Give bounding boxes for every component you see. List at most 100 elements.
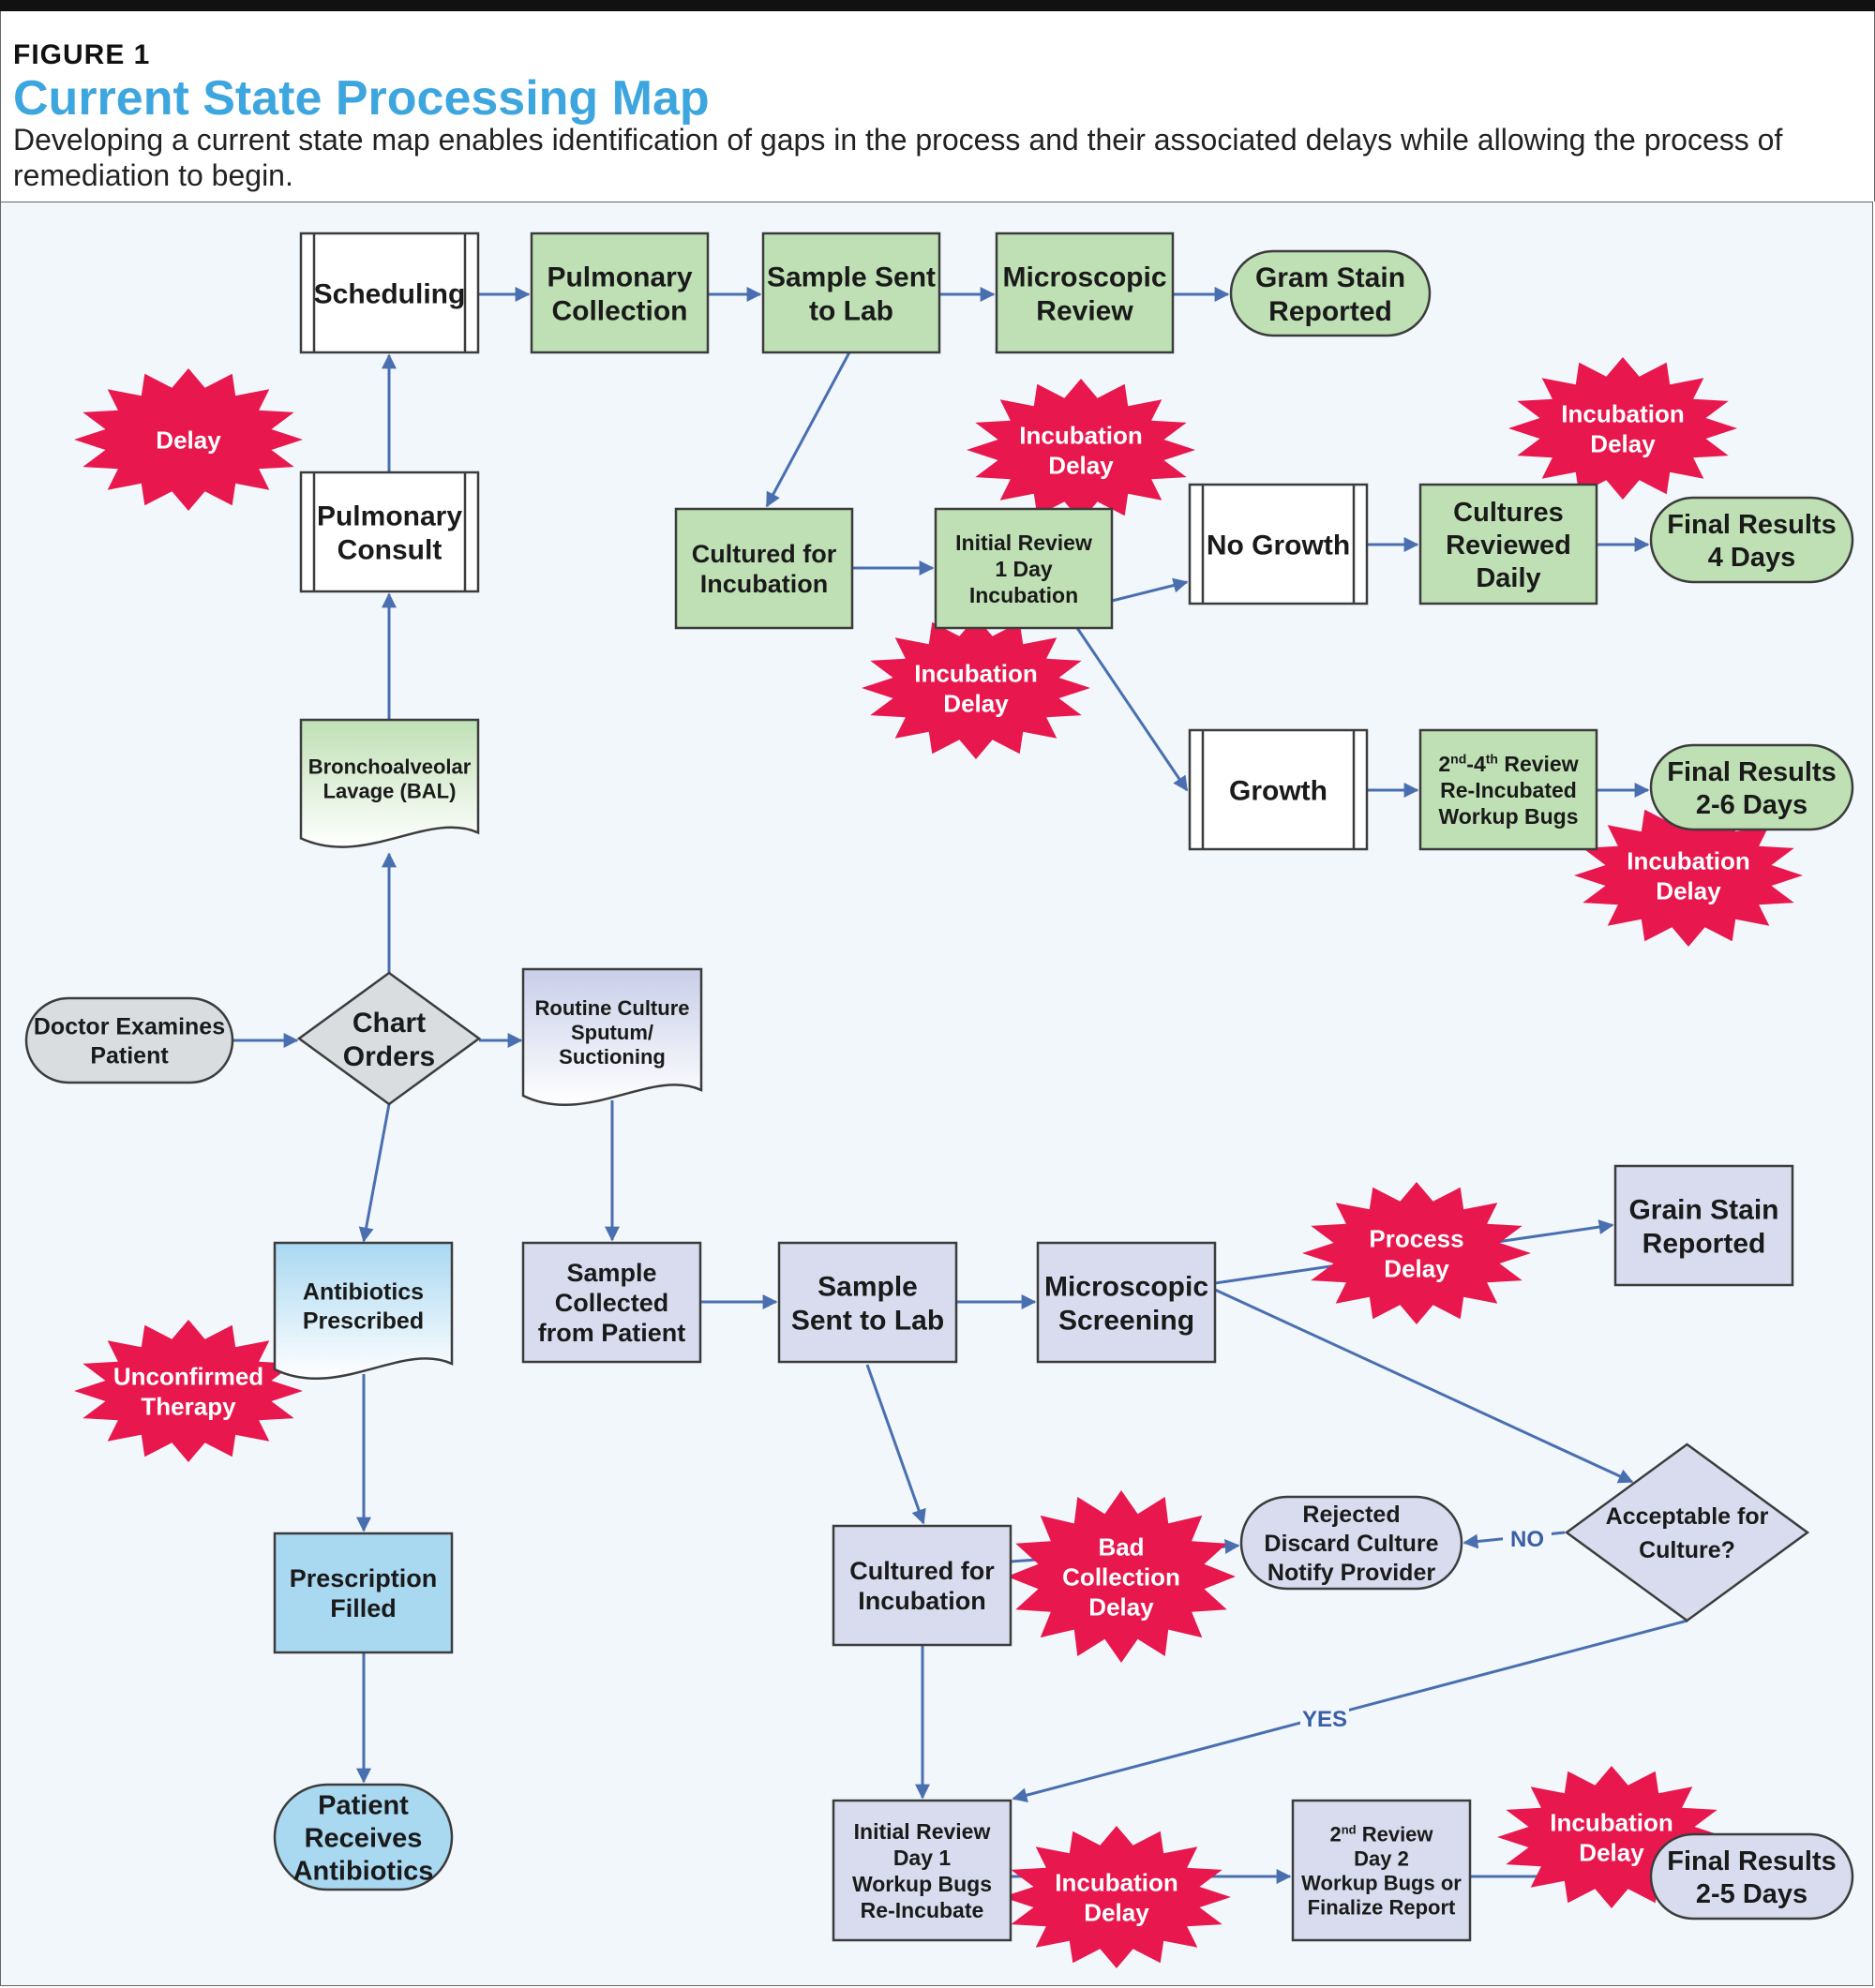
- delay-incubation-6-label: Delay: [1579, 1838, 1644, 1866]
- sample-sent-top-label: Sample Sent: [767, 262, 936, 292]
- edge-initial-review-top-to-growth: [1075, 627, 1189, 792]
- delay-bad-collection-label: Collection: [1062, 1562, 1180, 1591]
- edge-sample-sent-top-to-cultured-top: [765, 351, 851, 508]
- node-no-growth: No Growth: [1188, 483, 1369, 605]
- acceptable-label: Acceptable for: [1606, 1503, 1769, 1530]
- final-2-5-label: Final Results: [1667, 1846, 1837, 1876]
- doctor-examines-label: Patient: [90, 1043, 169, 1069]
- gram-stain-top-label: Reported: [1268, 296, 1392, 327]
- edge-acceptable-to-initial-review-bottom: [1012, 1619, 1688, 1803]
- routine-culture-label: Suctioning: [559, 1045, 666, 1069]
- delay-incubation-3-burst: [1508, 357, 1737, 500]
- delay-incubation-1-burst: [967, 379, 1195, 521]
- rejected-label: Discard Culture: [1264, 1531, 1438, 1557]
- final-2-6-label: 2-6 Days: [1696, 790, 1808, 820]
- delay-process-label: Delay: [1384, 1254, 1449, 1282]
- delay-incubation-5-label: Incubation: [1055, 1868, 1178, 1896]
- prescription-filled-label: Prescription: [290, 1564, 438, 1592]
- edge-initial-review-top-to-no-growth: [1111, 577, 1189, 603]
- rejected-label: Notify Provider: [1268, 1560, 1435, 1586]
- initial-review-top-label: Incubation: [969, 583, 1078, 607]
- microscopic-screening-label: Screening: [1058, 1305, 1194, 1336]
- review-2nd-day2-label: Finalize Report: [1308, 1895, 1456, 1919]
- pulm-consult-label: Consult: [338, 534, 442, 565]
- rejected-label: Rejected: [1302, 1502, 1400, 1528]
- patient-receives-label: Antibiotics: [293, 1856, 434, 1886]
- delay-consult-burst: [74, 368, 303, 511]
- no-growth-label: No Growth: [1207, 530, 1350, 561]
- delay-incubation-1-label: Incubation: [1019, 421, 1142, 449]
- cultured-bottom-label: Cultured for: [849, 1557, 995, 1585]
- delay-incubation-4-label: Delay: [1656, 876, 1721, 904]
- delay-unconfirmed-label: Unconfirmed: [113, 1362, 263, 1390]
- delay-incubation-1-label: Delay: [1048, 451, 1114, 479]
- top-rule: [0, 0, 1875, 11]
- figure-label: FIGURE 1: [13, 39, 151, 70]
- delay-incubation-4-label: Incubation: [1627, 846, 1749, 874]
- acceptable-label: Culture?: [1639, 1537, 1735, 1563]
- delay-incubation-2-label: Delay: [943, 689, 1009, 717]
- antibiotics-prescribed-label: Prescribed: [303, 1308, 424, 1335]
- figure-header: FIGURE 1 Current State Processing Map De…: [0, 11, 1875, 202]
- delay-incubation-6-label: Incubation: [1550, 1808, 1672, 1836]
- pulm-collection-label: Collection: [551, 295, 687, 326]
- edge-sample-sent-bottom-to-cultured-bottom: [865, 1364, 926, 1525]
- routine-culture-label: Sputum/: [571, 1021, 653, 1044]
- delay-incubation-5-burst: [1002, 1826, 1231, 1968]
- antibiotics-prescribed-label: Antibiotics: [303, 1279, 424, 1306]
- edge-label-bg: [1300, 1704, 1349, 1732]
- final-2-6-label: Final Results: [1667, 757, 1837, 787]
- sample-sent-bottom-label: Sent to Lab: [791, 1305, 944, 1336]
- delay-bad-collection-burst: [1007, 1490, 1236, 1663]
- initial-review-top-label: Initial Review: [955, 531, 1092, 555]
- chart-orders-label: Orders: [343, 1041, 435, 1072]
- microscopic-review-label: Review: [1036, 295, 1133, 326]
- initial-review-top-label: 1 Day: [995, 557, 1053, 581]
- doctor-examines-label: Doctor Examines: [34, 1014, 225, 1040]
- sample-collected-label: from Patient: [538, 1319, 686, 1347]
- delay-bad-collection-label: Bad: [1098, 1532, 1144, 1561]
- prescription-filled-label: Filled: [330, 1594, 397, 1622]
- chart-orders-label: Chart: [352, 1008, 426, 1039]
- edge-label-no: NO: [1510, 1527, 1544, 1552]
- sample-sent-top-label: to Lab: [809, 295, 893, 326]
- cultured-top-label: Incubation: [700, 570, 829, 598]
- patient-receives-label: Receives: [305, 1823, 423, 1853]
- delay-incubation-3-label: Incubation: [1561, 399, 1684, 427]
- delay-incubation-5-label: Delay: [1084, 1898, 1149, 1926]
- delay-process-burst: [1302, 1182, 1531, 1324]
- review-2-4-label: Workup Bugs: [1438, 804, 1578, 829]
- node-growth: Growth: [1188, 728, 1369, 851]
- routine-culture-label: Routine Culture: [535, 996, 690, 1020]
- cultured-top-label: Cultured for: [692, 540, 837, 568]
- grain-stain-label: Grain Stain: [1628, 1194, 1778, 1225]
- delay-bad-collection-label: Delay: [1088, 1592, 1154, 1621]
- review-2-4-label: 2nd-4th Review: [1438, 752, 1578, 776]
- final-2-5-label: 2-5 Days: [1696, 1879, 1808, 1909]
- cultures-reviewed-label: Cultures: [1453, 498, 1564, 528]
- final-4days-label: 4 Days: [1708, 543, 1796, 573]
- review-2-4-label: Re-Incubated: [1440, 778, 1577, 802]
- figure-title: Current State Processing Map: [13, 71, 710, 126]
- delay-incubation-2-label: Incubation: [914, 659, 1037, 687]
- node-scheduling: Scheduling: [299, 232, 480, 354]
- grain-stain-label: Reported: [1642, 1228, 1766, 1259]
- microscopic-review-label: Microscopic: [1002, 262, 1166, 292]
